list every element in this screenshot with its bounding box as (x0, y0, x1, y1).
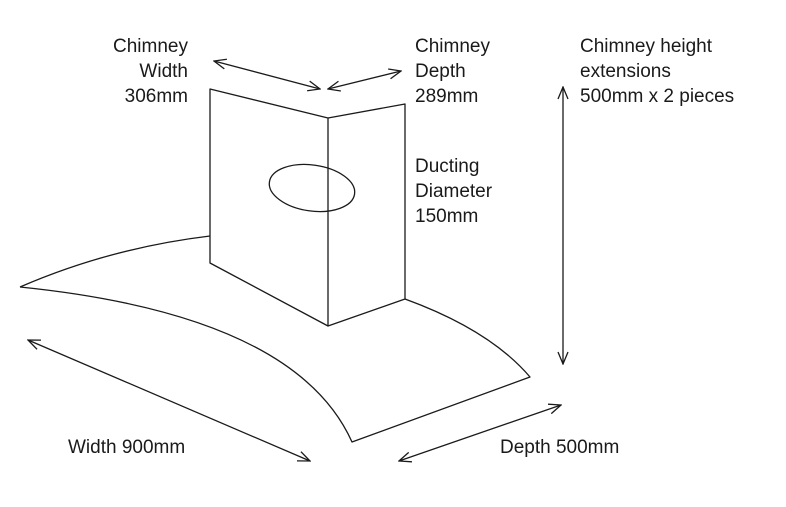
chimney-depth-label: Chimney Depth 289mm (415, 36, 490, 107)
width-arrow (28, 340, 310, 461)
ducting-diameter-label: Ducting Diameter 150mm (415, 156, 493, 227)
chimney-depth-arrow (328, 71, 401, 89)
hood-canopy-outline (19, 235, 531, 443)
depth-label: Depth 500mm (500, 437, 620, 458)
chimney-front-face (209, 88, 329, 327)
chimney-height-label: Chimney height extensions 500mm x 2 piec… (580, 36, 735, 107)
chimney-width-arrow (214, 61, 320, 89)
chimney-width-label: Chimney Width 306mm (113, 36, 188, 107)
width-label: Width 900mm (68, 437, 186, 458)
chimney-side-face (327, 103, 406, 327)
ducting-hole (268, 163, 356, 213)
depth-arrow (399, 405, 561, 461)
